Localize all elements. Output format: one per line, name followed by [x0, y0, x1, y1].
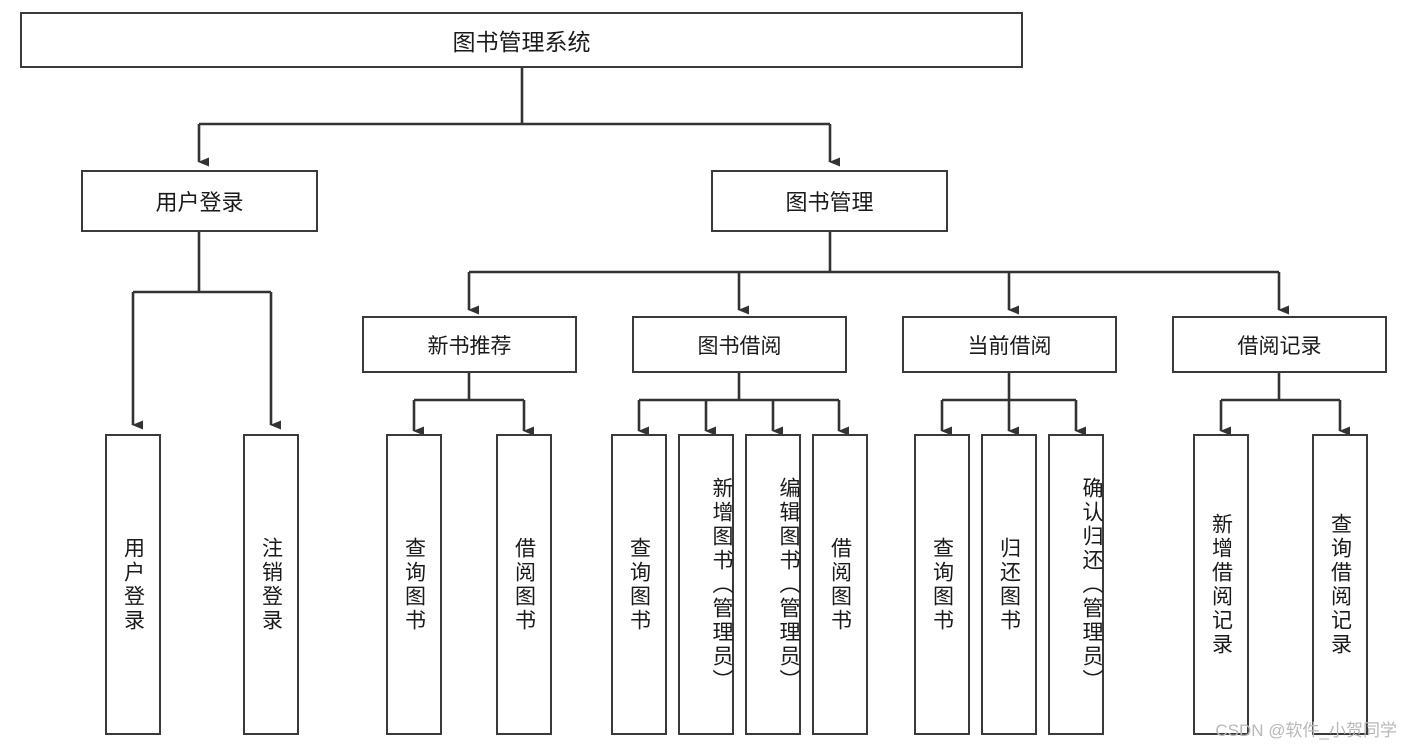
- node-label: 借阅记录: [1237, 334, 1322, 358]
- node-label: 注销登录: [259, 536, 283, 633]
- leaf-borrow-edit-book-admin[interactable]: 编辑图书（管理员）: [745, 434, 801, 735]
- node-label: 当前借阅: [967, 334, 1052, 358]
- leaf-new-book-query-book[interactable]: 查询图书: [386, 434, 442, 735]
- leaf-user-login-logout[interactable]: 注销登录: [243, 434, 299, 735]
- node-label: 图书管理: [785, 190, 874, 215]
- node-label: 查询图书: [930, 536, 954, 633]
- node-book-borrow[interactable]: 图书借阅: [632, 316, 847, 373]
- node-label: 新增图书（管理员）: [710, 476, 733, 693]
- node-label: 编辑图书（管理员）: [777, 476, 800, 693]
- node-label: 图书管理系统: [452, 29, 591, 55]
- node-user-login[interactable]: 用户登录: [81, 170, 318, 232]
- leaf-current-return-book[interactable]: 归还图书: [981, 434, 1037, 735]
- node-label: 图书借阅: [697, 334, 782, 358]
- node-current-borrow[interactable]: 当前借阅: [902, 316, 1117, 373]
- node-label: 查询图书: [402, 536, 426, 633]
- node-label: 查询借阅记录: [1328, 512, 1352, 657]
- leaf-borrow-add-book-admin[interactable]: 新增图书（管理员）: [678, 434, 734, 735]
- node-label: 确认归还（管理员）: [1080, 476, 1103, 693]
- leaf-records-query-record[interactable]: 查询借阅记录: [1312, 434, 1368, 735]
- node-new-book-recommend[interactable]: 新书推荐: [362, 316, 577, 373]
- node-root-book-management-system[interactable]: 图书管理系统: [20, 12, 1023, 68]
- node-label: 新增借阅记录: [1209, 512, 1233, 657]
- node-label: 查询图书: [627, 536, 651, 633]
- leaf-current-confirm-return-admin[interactable]: 确认归还（管理员）: [1048, 434, 1104, 735]
- leaf-borrow-query-book[interactable]: 查询图书: [611, 434, 667, 735]
- leaf-borrow-borrow-book[interactable]: 借阅图书: [812, 434, 868, 735]
- node-label: 新书推荐: [427, 334, 512, 358]
- leaf-current-query-book[interactable]: 查询图书: [914, 434, 970, 735]
- node-borrow-records[interactable]: 借阅记录: [1172, 316, 1387, 373]
- csdn-watermark: CSDN @软件_小贺同学: [1215, 721, 1397, 740]
- node-book-management[interactable]: 图书管理: [711, 170, 948, 232]
- leaf-records-add-record[interactable]: 新增借阅记录: [1193, 434, 1249, 735]
- node-label: 借阅图书: [512, 536, 536, 633]
- leaf-user-login-login[interactable]: 用户登录: [105, 434, 161, 735]
- leaf-new-book-borrow-book[interactable]: 借阅图书: [496, 434, 552, 735]
- node-label: 用户登录: [121, 536, 145, 633]
- node-label: 借阅图书: [828, 536, 852, 633]
- node-label: 用户登录: [155, 190, 244, 215]
- node-label: 归还图书: [997, 536, 1021, 633]
